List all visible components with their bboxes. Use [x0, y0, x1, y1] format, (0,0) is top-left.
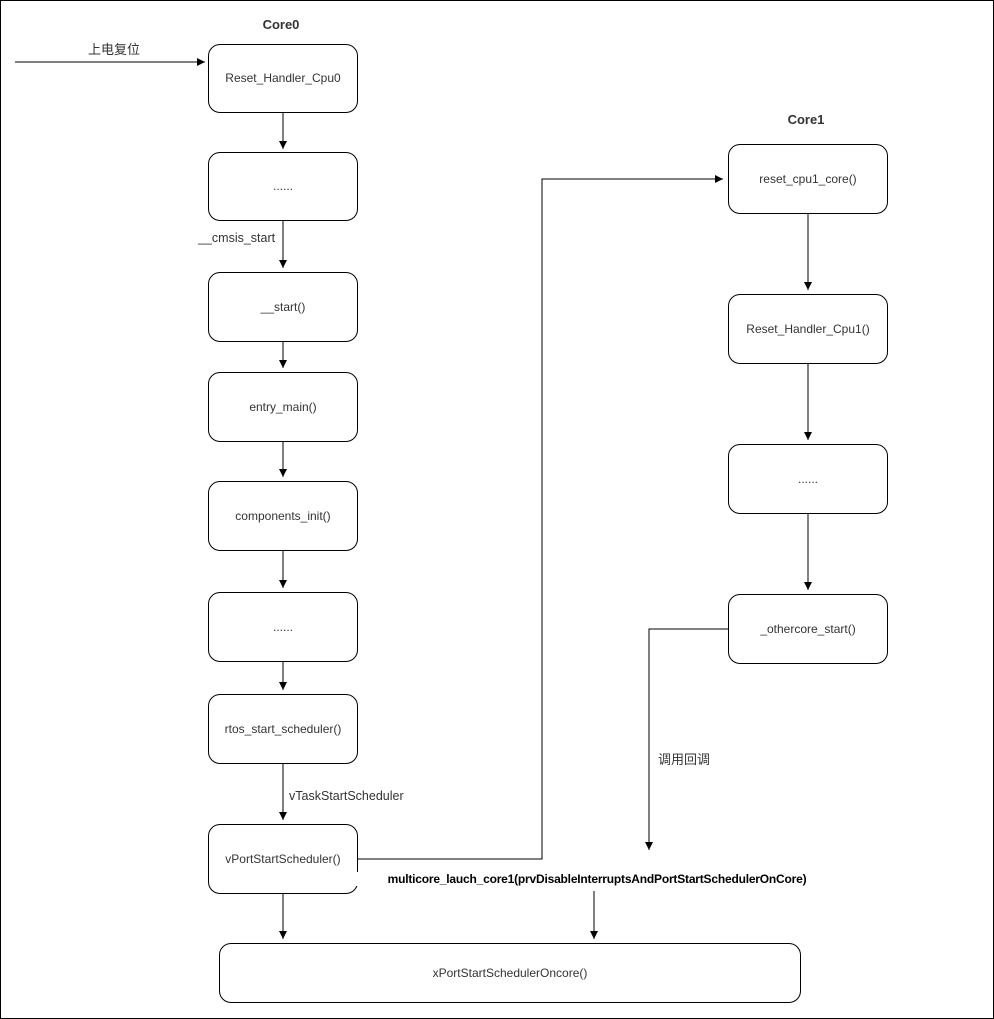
node-label: __start()	[260, 299, 306, 314]
label-call-callback: 调用回调	[656, 749, 713, 768]
node-core0-ellipsis-1[interactable]: ......	[208, 152, 358, 221]
label-vtask-start-scheduler: vTaskStartScheduler	[287, 789, 406, 803]
node-label: vPortStartScheduler()	[225, 851, 341, 866]
node-components-init[interactable]: components_init()	[208, 481, 358, 551]
edge-othercore-start-callback	[645, 628, 728, 850]
node-reset-handler-cpu1[interactable]: Reset_Handler_Cpu1()	[728, 294, 888, 364]
label-cmsis-start: __cmsis_start	[196, 231, 278, 245]
node-label: ......	[272, 619, 293, 634]
label-power-on-reset: 上电复位	[67, 39, 161, 58]
node-othercore-start[interactable]: _othercore_start()	[728, 594, 888, 664]
node-reset-handler-cpu0[interactable]: Reset_Handler_Cpu0	[208, 44, 358, 113]
node-label: Reset_Handler_Cpu1()	[746, 321, 870, 336]
core0-title: Core0	[262, 17, 300, 32]
node-label: xPortStartSchedulerOncore()	[432, 965, 588, 980]
node-core0-ellipsis-2[interactable]: ......	[208, 592, 358, 662]
node-label: _othercore_start()	[760, 621, 856, 636]
node-reset-cpu1-core[interactable]: reset_cpu1_core()	[728, 144, 888, 214]
node-xport-start-scheduler-oncore[interactable]: xPortStartSchedulerOncore()	[219, 943, 801, 1003]
node-label: entry_main()	[249, 399, 317, 414]
label-multicore-launch: multicore_lauch_core1(prvDisableInterrup…	[331, 872, 863, 886]
node-start[interactable]: __start()	[208, 272, 358, 342]
node-label: Reset_Handler_Cpu0	[225, 71, 341, 86]
node-label: components_init()	[235, 508, 331, 523]
node-label: ......	[797, 471, 818, 486]
node-label: rtos_start_scheduler()	[224, 721, 342, 736]
core1-title: Core1	[787, 112, 825, 127]
node-label: ......	[272, 179, 293, 194]
edge-vport-to-reset-cpu1-core	[358, 175, 723, 860]
node-rtos-start-scheduler[interactable]: rtos_start_scheduler()	[208, 694, 358, 764]
node-entry-main[interactable]: entry_main()	[208, 372, 358, 442]
node-core1-ellipsis[interactable]: ......	[728, 444, 888, 514]
node-label: reset_cpu1_core()	[759, 171, 857, 186]
